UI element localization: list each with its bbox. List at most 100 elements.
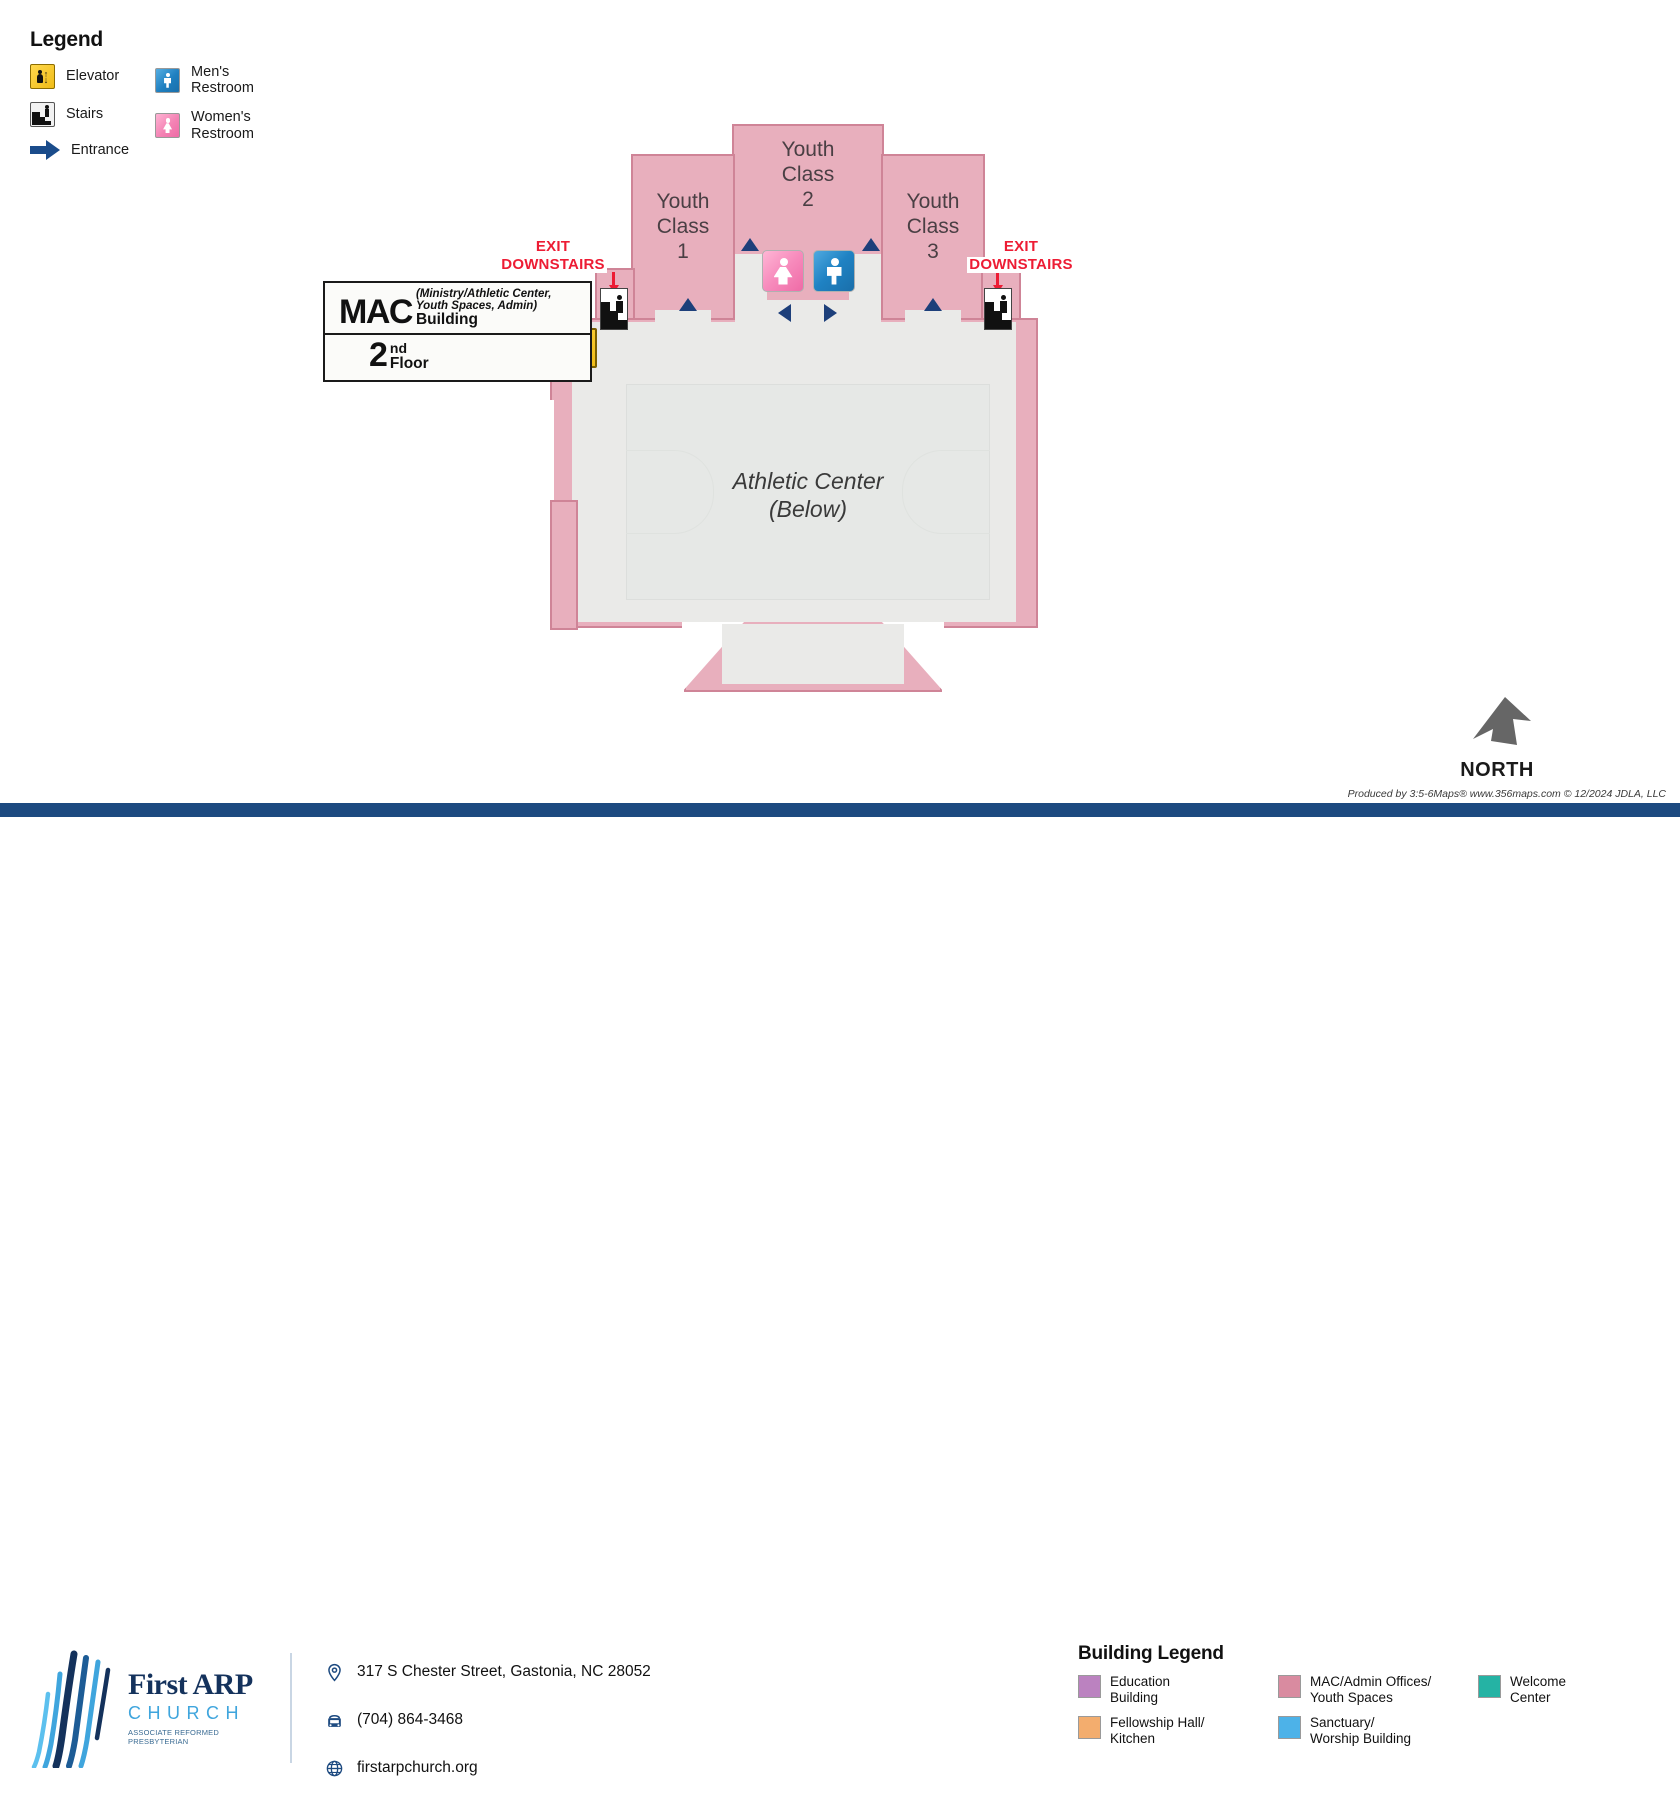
mac-building-label-box: MAC (Ministry/Athletic Center, Youth Spa… xyxy=(323,281,592,382)
west-wall-lower[interactable] xyxy=(550,500,578,630)
building-legend-title: Building Legend xyxy=(1078,1643,1224,1664)
label-sanctuary: Sanctuary/ Worship Building xyxy=(1310,1715,1411,1747)
athletic-line2: (Below) xyxy=(769,495,847,522)
womens-restroom-icon xyxy=(155,113,181,139)
stairs-icon-left-map[interactable] xyxy=(600,288,628,330)
swatch-sanctuary-icon xyxy=(1278,1715,1301,1739)
sanctuary-line1: Sanctuary/ xyxy=(1310,1714,1375,1730)
logo-first-arp: First ARP xyxy=(128,1668,253,1701)
contact-block: 317 S Chester Street, Gastonia, NC 28052… xyxy=(325,1653,651,1797)
legend-item-mens-restroom: Men's Restroom xyxy=(155,64,254,96)
exit-left-line1: EXIT xyxy=(533,238,573,255)
mac-paren-line1: (Ministry/Athletic Center, xyxy=(415,288,552,300)
building-legend-grid: Education Building MAC/Admin Offices/ Yo… xyxy=(1078,1674,1668,1747)
y2-line3: 2 xyxy=(802,187,814,211)
youth-class-3-label: Youth Class 3 xyxy=(881,190,985,264)
youth-class-1-door-recess[interactable] xyxy=(655,310,711,326)
corridor-left[interactable] xyxy=(735,254,767,324)
contact-phone[interactable]: (704) 864-3468 xyxy=(325,1701,651,1739)
floor-number: 2 xyxy=(369,336,388,375)
legend-label-entrance: Entrance xyxy=(71,141,130,158)
legend-panel: Legend ↑↓ Elevator Stairs Entranc xyxy=(30,28,320,160)
label-mac: MAC/Admin Offices/ Youth Spaces xyxy=(1310,1674,1431,1706)
logo-church: CHURCH xyxy=(128,1703,245,1723)
entrance-arrow-icon xyxy=(30,140,60,160)
mac-paren-line2: Youth Spaces, Admin) xyxy=(415,299,538,312)
youth-class-3-block[interactable] xyxy=(881,154,985,324)
legend-label-mens-restroom: Men's Restroom xyxy=(191,64,254,96)
legend-label-stairs: Stairs xyxy=(66,106,104,123)
globe-icon xyxy=(325,1759,344,1778)
telephone-icon xyxy=(325,1711,344,1730)
elevator-icon: ↑↓ xyxy=(30,64,55,89)
swatch-fellowship-icon xyxy=(1078,1715,1101,1739)
building-legend-item-welcome: Welcome Center xyxy=(1478,1674,1648,1706)
north-label: NORTH xyxy=(1460,759,1534,781)
exit-downstairs-right: EXIT DOWNSTAIRS xyxy=(936,238,1106,274)
church-logo: First ARP CHURCH ASSOCIATE REFORMED PRES… xyxy=(30,1650,270,1770)
mens-restroom-icon xyxy=(155,67,181,93)
contact-website[interactable]: firstarpchurch.org xyxy=(325,1749,651,1787)
exit-right-line2: DOWNSTAIRS xyxy=(967,256,1075,273)
womens-restroom-icon-map[interactable] xyxy=(762,250,804,292)
welcome-line1: Welcome xyxy=(1510,1674,1567,1689)
y2-line1: Youth xyxy=(781,138,835,161)
fellowship-line1: Fellowship Hall/ xyxy=(1110,1714,1205,1730)
floor-row: 2 nd Floor xyxy=(325,335,590,379)
contact-address: 317 S Chester Street, Gastonia, NC 28052 xyxy=(325,1653,651,1691)
logo-mark-icon xyxy=(31,1650,111,1768)
footer-vertical-divider xyxy=(290,1653,292,1763)
south-entry-floor[interactable] xyxy=(722,624,904,684)
education-line2: Building xyxy=(1110,1689,1159,1705)
exit-right-line1: EXIT xyxy=(1001,238,1041,255)
door-arrow-corridor-right-north xyxy=(862,238,880,251)
exit-left-line2: DOWNSTAIRS xyxy=(499,256,607,273)
door-arrow-youth-class-1 xyxy=(679,298,697,311)
swatch-mac-icon xyxy=(1278,1675,1301,1698)
floor-ordinal: nd xyxy=(389,340,408,357)
stairs-icon-right-map[interactable] xyxy=(984,288,1012,330)
door-arrow-vestibule-east xyxy=(824,304,837,322)
mac-abbreviation: MAC xyxy=(339,292,413,331)
floor-suffix: nd Floor xyxy=(390,341,429,371)
y1-line1: Youth xyxy=(656,190,710,213)
athletic-center-label: Athletic Center (Below) xyxy=(626,468,990,523)
building-legend-item-fellowship: Fellowship Hall/ Kitchen xyxy=(1078,1715,1278,1747)
phone-text: (704) 864-3468 xyxy=(357,1711,463,1728)
building-legend-item-mac: MAC/Admin Offices/ Youth Spaces xyxy=(1278,1674,1478,1706)
mac-subtitle: (Ministry/Athletic Center, Youth Spaces,… xyxy=(415,288,552,329)
y1-line3: 1 xyxy=(677,239,689,263)
education-line1: Education xyxy=(1110,1674,1171,1689)
floor-plan-map[interactable]: Youth Class 1 Youth Class 2 Youth Class … xyxy=(0,0,1680,800)
womens-line2: Restroom xyxy=(191,125,254,142)
label-fellowship: Fellowship Hall/ Kitchen xyxy=(1110,1715,1205,1747)
welcome-line2: Center xyxy=(1510,1689,1551,1705)
mens-line1: Men's xyxy=(191,64,230,80)
youth-class-1-label: Youth Class 1 xyxy=(631,190,735,264)
exit-downstairs-left: EXIT DOWNSTAIRS xyxy=(468,238,638,274)
swatch-education-icon xyxy=(1078,1675,1101,1698)
mac-building-word: Building xyxy=(415,311,478,329)
stairs-icon xyxy=(30,102,55,127)
door-arrow-corridor-left-north xyxy=(741,238,759,251)
north-arrow-icon xyxy=(1473,697,1531,745)
legend-title: Legend xyxy=(30,28,103,51)
label-education: Education Building xyxy=(1110,1674,1170,1706)
footer: First ARP CHURCH ASSOCIATE REFORMED PRES… xyxy=(0,817,1680,1776)
y1-line2: Class xyxy=(656,214,710,238)
mens-restroom-icon-map[interactable] xyxy=(813,250,855,292)
footer-divider-bar xyxy=(0,803,1680,817)
compass-north: NORTH xyxy=(1452,695,1542,782)
athletic-court-outline xyxy=(626,384,990,600)
door-arrow-youth-class-3 xyxy=(924,298,942,311)
youth-class-3-door-recess[interactable] xyxy=(905,310,961,326)
fellowship-line2: Kitchen xyxy=(1110,1730,1156,1746)
legend-label-elevator: Elevator xyxy=(66,68,120,85)
mac-line2: Youth Spaces xyxy=(1310,1689,1393,1705)
court-left-key xyxy=(626,450,714,534)
building-legend-panel: Building Legend Education Building MAC/A… xyxy=(1078,1643,1668,1747)
map-pin-icon xyxy=(325,1663,344,1682)
legend-item-entrance: Entrance xyxy=(30,140,129,160)
label-welcome: Welcome Center xyxy=(1510,1674,1566,1706)
map-credits: Produced by 3:5-6Maps® www.356maps.com ©… xyxy=(1347,788,1666,800)
